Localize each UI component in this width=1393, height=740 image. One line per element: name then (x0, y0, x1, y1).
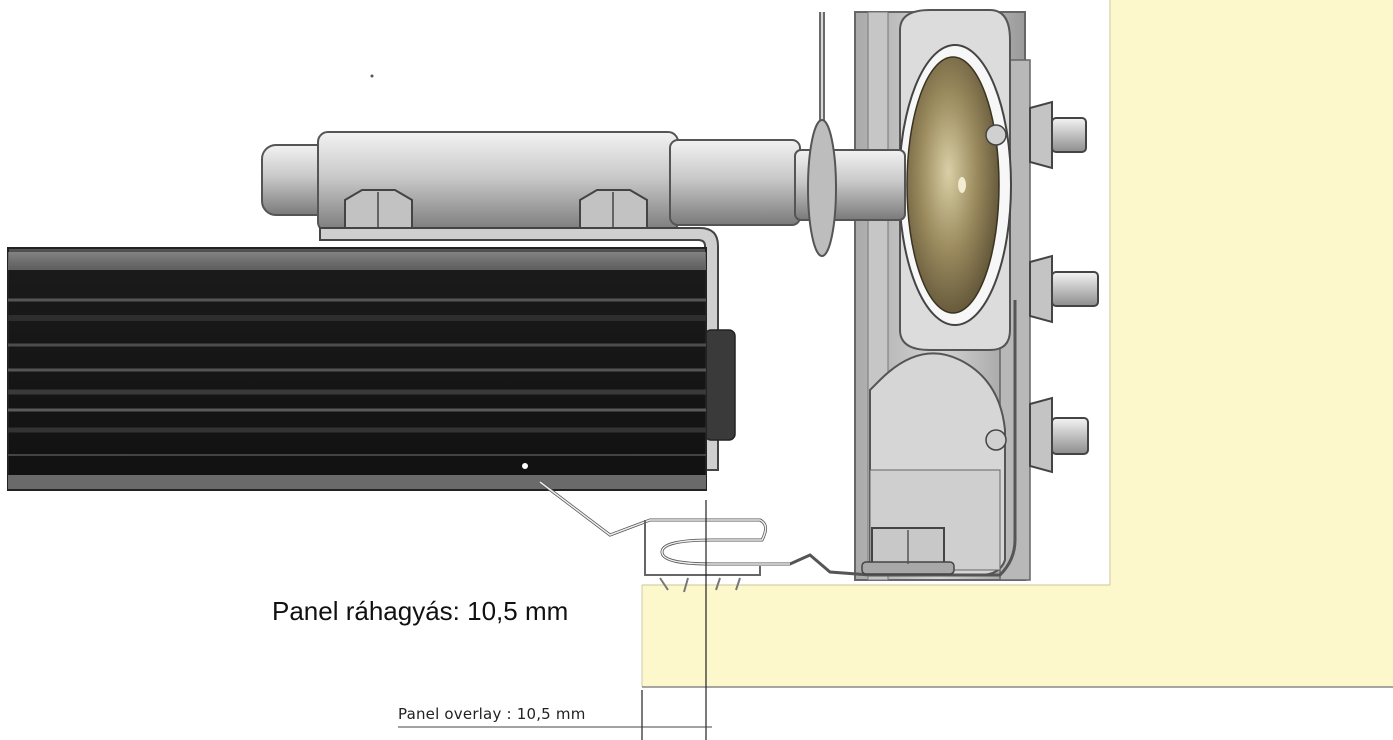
door-frame-wall (641, 0, 1393, 688)
hinge-nut-right (579, 189, 648, 231)
roller-wheel (898, 44, 1012, 326)
panel-overlay-label-en: Panel overlay : 10,5 mm (398, 705, 586, 723)
door-panel (7, 247, 707, 491)
bottom-bolt-head (861, 527, 955, 575)
panel-overlay-label-hu: Panel ráhagyás: 10,5 mm (272, 596, 569, 626)
seal-profile (539, 300, 1017, 593)
dimension-lines (398, 500, 712, 740)
bolt-top (985, 100, 1087, 170)
speck (370, 74, 374, 78)
hinge-nut-left (344, 189, 413, 231)
bolt-bottom (985, 396, 1089, 474)
bolt-middle (1029, 254, 1099, 324)
